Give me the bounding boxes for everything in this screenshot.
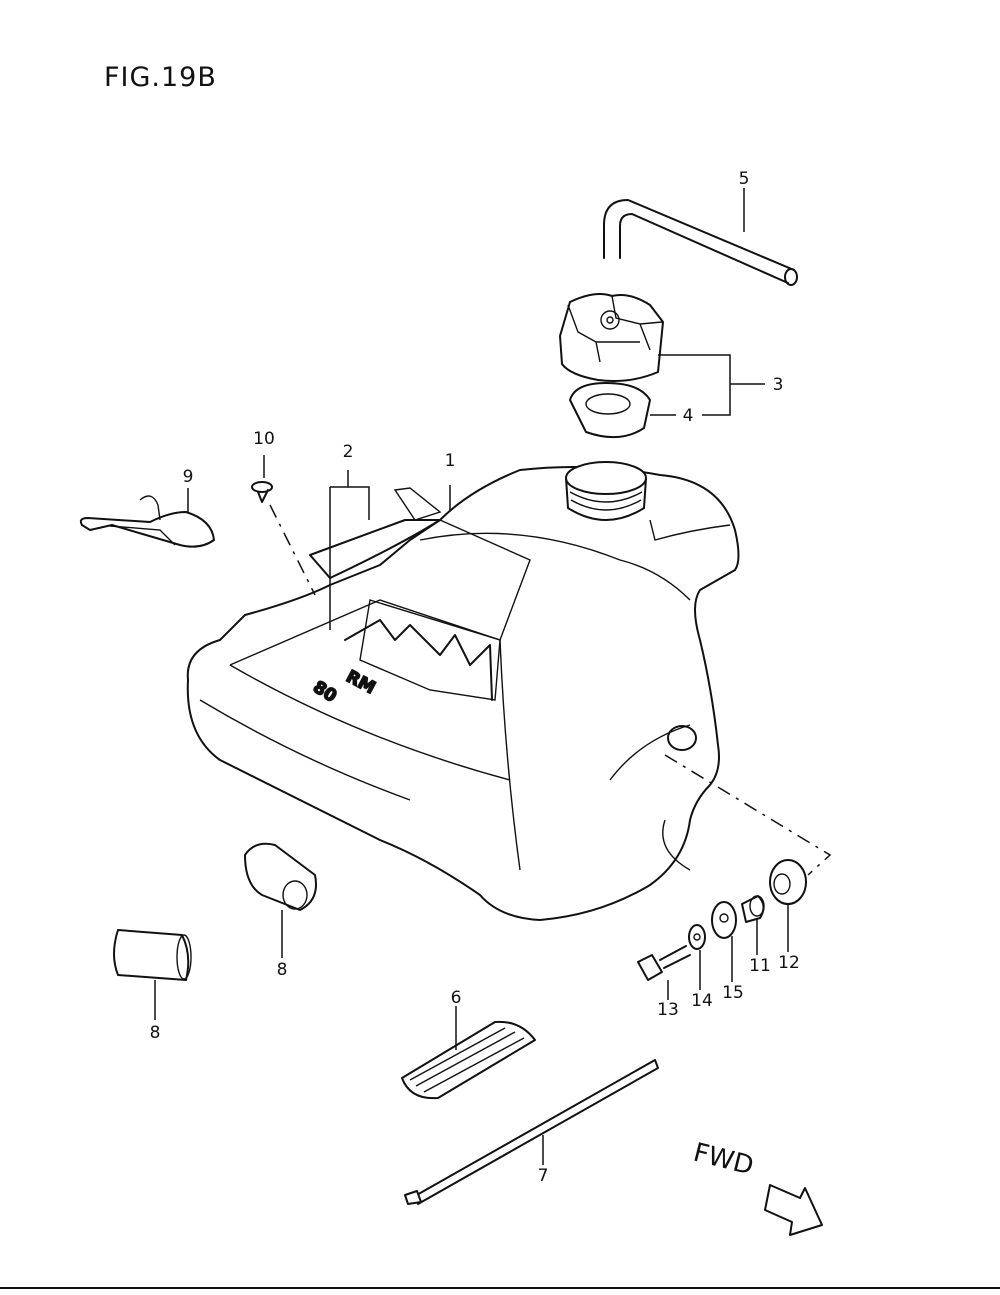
tank-emblem — [309, 470, 442, 630]
breather-hose — [603, 188, 798, 286]
callout-15: 15 — [722, 983, 744, 1003]
callout-8a: 8 — [277, 960, 288, 980]
callout-12: 12 — [778, 953, 800, 973]
washer-small — [688, 924, 706, 990]
collar — [741, 895, 765, 955]
callout-9: 9 — [183, 467, 194, 487]
tank-cushion-upper — [244, 842, 317, 958]
rm-logo-mark — [344, 619, 493, 701]
callout-7: 7 — [538, 1166, 549, 1186]
callout-3: 3 — [773, 375, 784, 395]
hose-clip — [79, 488, 215, 548]
cap-gasket — [569, 382, 676, 439]
grommet — [664, 754, 832, 952]
washer-large — [711, 901, 737, 982]
callout-14: 14 — [691, 991, 713, 1011]
tank-cushion-lower — [113, 929, 192, 1020]
fuel-cap — [559, 293, 765, 416]
screw — [251, 455, 316, 596]
callout-8b: 8 — [150, 1023, 161, 1043]
callout-4: 4 — [683, 406, 694, 426]
callout-10: 10 — [253, 429, 275, 449]
callout-5: 5 — [739, 169, 750, 189]
fuel-tank: RM 80 — [186, 461, 740, 921]
callout-11: 11 — [749, 956, 771, 976]
callout-1: 1 — [445, 451, 456, 471]
callout-2: 2 — [343, 442, 354, 462]
callout-6: 6 — [451, 988, 462, 1008]
cable-tie — [404, 1059, 659, 1205]
tank-pad — [401, 1006, 536, 1100]
mounting-bolt — [637, 945, 691, 1000]
forward-arrow: FWD — [690, 1138, 823, 1236]
forward-arrow-icon — [764, 1184, 823, 1236]
page-bottom-rule — [0, 1287, 1000, 1289]
figure-title: FIG.19B — [104, 62, 217, 93]
callout-labels: 1 2 3 4 5 6 7 8 8 9 10 11 12 13 14 15 — [150, 169, 800, 1186]
callout-13: 13 — [657, 1000, 679, 1020]
forward-direction-label: FWD — [690, 1138, 756, 1182]
